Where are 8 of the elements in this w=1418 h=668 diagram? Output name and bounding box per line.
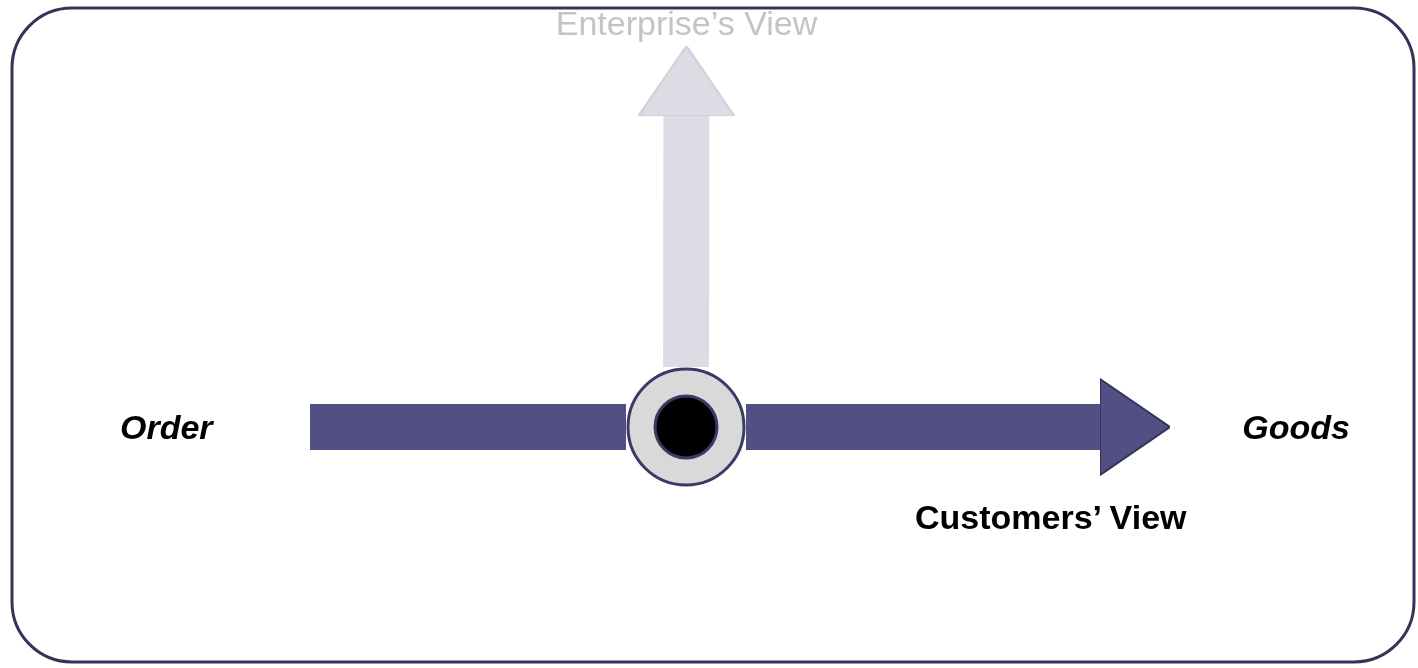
node-label: Goods	[1170, 399, 1350, 455]
connector-bar	[310, 404, 626, 450]
node-label: Enterprise’s View	[494, 0, 879, 46]
node-label: Order	[120, 399, 310, 455]
hub-circle	[626, 367, 746, 487]
block-arrow	[746, 378, 1171, 476]
block-arrow	[637, 45, 736, 368]
axis-label: Customers’ View	[915, 498, 1187, 537]
